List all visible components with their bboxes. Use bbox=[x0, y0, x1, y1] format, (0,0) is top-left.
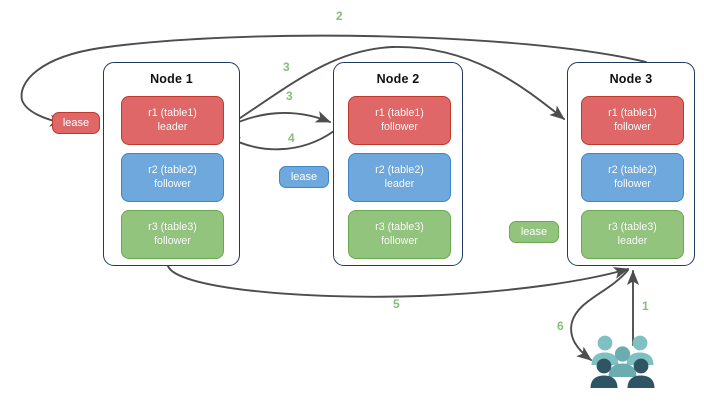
edge-label-3-long: 3 bbox=[283, 60, 290, 74]
edge-3-long-path bbox=[221, 46, 565, 131]
edge-2-path bbox=[20, 34, 647, 127]
lease-label: lease bbox=[520, 226, 548, 238]
users-icon[interactable] bbox=[588, 333, 658, 388]
replica-name: r3 (table3) bbox=[608, 221, 657, 233]
replica-node3-r3[interactable]: r3 (table3) leader bbox=[581, 210, 684, 259]
edge-label-1: 1 bbox=[642, 299, 649, 313]
lease-label: lease bbox=[290, 171, 318, 183]
node-card-node1[interactable]: Node 1 r1 (table1) leader r2 (table2) fo… bbox=[103, 62, 240, 266]
replica-role: follower bbox=[154, 234, 191, 247]
replica-role: follower bbox=[154, 177, 191, 190]
replica-name: r1 (table1) bbox=[608, 107, 657, 119]
replica-node1-r3[interactable]: r3 (table3) follower bbox=[121, 210, 224, 259]
node-title-node1: Node 1 bbox=[150, 72, 193, 86]
replica-role: follower bbox=[614, 177, 651, 190]
edge-label-4: 4 bbox=[288, 131, 295, 145]
replica-name: r2 (table2) bbox=[375, 164, 424, 176]
replica-name: r1 (table1) bbox=[375, 107, 424, 119]
lease-badge-green[interactable]: lease bbox=[509, 221, 559, 243]
lease-badge-red[interactable]: lease bbox=[52, 112, 100, 134]
lease-label: lease bbox=[62, 117, 90, 129]
node-title-node3: Node 3 bbox=[609, 72, 653, 86]
replica-role: leader bbox=[157, 120, 188, 133]
node-card-node2[interactable]: Node 2 r1 (table1) follower r2 (table2) … bbox=[333, 62, 463, 266]
edge-label-2: 2 bbox=[336, 9, 343, 23]
replica-node1-r1[interactable]: r1 (table1) leader bbox=[121, 96, 224, 145]
replica-role: leader bbox=[617, 234, 648, 247]
replica-node3-r2[interactable]: r2 (table2) follower bbox=[581, 153, 684, 202]
replica-name: r3 (table3) bbox=[375, 221, 424, 233]
lease-badge-blue[interactable]: lease bbox=[279, 166, 329, 188]
edge-label-3-short: 3 bbox=[286, 89, 293, 103]
replica-node3-r1[interactable]: r1 (table1) follower bbox=[581, 96, 684, 145]
replica-role: leader bbox=[384, 177, 415, 190]
node-title-node2: Node 2 bbox=[376, 72, 420, 86]
replica-node1-r2[interactable]: r2 (table2) follower bbox=[121, 153, 224, 202]
replica-name: r2 (table2) bbox=[608, 164, 657, 176]
edge-5-path bbox=[167, 265, 630, 298]
replica-node2-r1[interactable]: r1 (table1) follower bbox=[348, 96, 451, 145]
replica-name: r1 (table1) bbox=[148, 107, 197, 119]
replica-role: follower bbox=[614, 120, 651, 133]
replica-role: follower bbox=[381, 234, 418, 247]
node-card-node3[interactable]: Node 3 r1 (table1) follower r2 (table2) … bbox=[567, 62, 695, 266]
replica-role: follower bbox=[381, 120, 418, 133]
replica-node2-r3[interactable]: r3 (table3) follower bbox=[348, 210, 451, 259]
replica-node2-r2[interactable]: r2 (table2) leader bbox=[348, 153, 451, 202]
replica-name: r3 (table3) bbox=[148, 221, 197, 233]
edge-label-5: 5 bbox=[393, 297, 400, 311]
replica-name: r2 (table2) bbox=[148, 164, 197, 176]
edge-label-6: 6 bbox=[557, 319, 564, 333]
edge-6-path bbox=[570, 269, 629, 361]
edge-4-path bbox=[225, 130, 335, 151]
